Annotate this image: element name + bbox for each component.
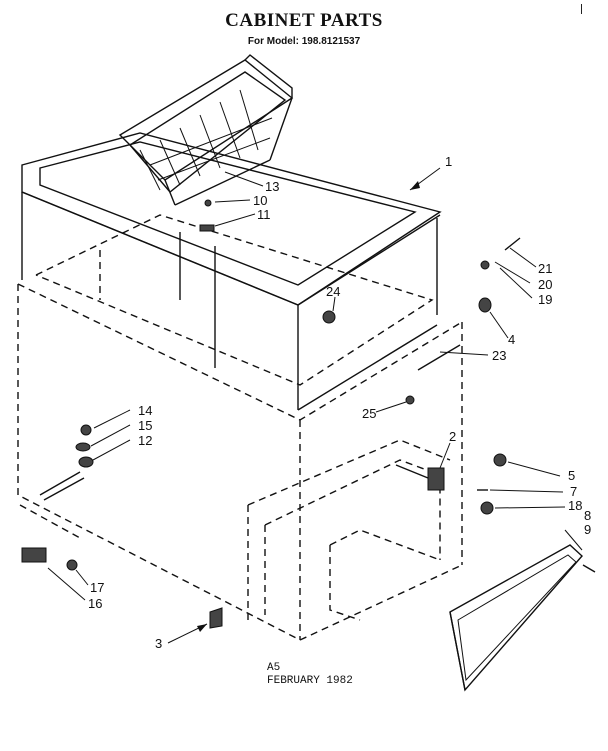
lower-cabinet: [17, 283, 463, 641]
page-title: CABINET PARTS: [225, 10, 383, 31]
callout-20: 20: [538, 277, 552, 292]
callout-21: 21: [538, 261, 552, 276]
callout-25: 25: [362, 406, 376, 421]
callout-11: 11: [257, 207, 271, 222]
model-subtitle: For Model: 198.8121537: [247, 36, 361, 47]
callout-4: 4: [508, 332, 515, 347]
callout-8: 8: [584, 508, 591, 523]
footer-date: FEBRUARY 1982: [267, 675, 353, 687]
corner-mark: [581, 4, 582, 14]
callout-2: 2: [449, 429, 456, 444]
callout-13: 13: [265, 179, 279, 194]
callout-5: 5: [568, 468, 575, 483]
lid-frame: [21, 132, 442, 306]
footer-code: A5: [267, 662, 281, 674]
callout-labels: 1 2 3 4 5 7 8 9 10 11 12 13 14 15 16 17 …: [88, 154, 591, 651]
hardware-parts: [21, 199, 596, 629]
callout-10: 10: [253, 193, 267, 208]
upper-liner: [21, 192, 438, 411]
basket: [118, 54, 294, 206]
callout-12: 12: [138, 433, 152, 448]
callout-18: 18: [568, 498, 582, 513]
access-panel: [449, 544, 583, 692]
callout-3: 3: [155, 636, 162, 651]
callout-15: 15: [138, 418, 152, 433]
callout-7: 7: [570, 484, 577, 499]
callout-9: 9: [584, 522, 591, 537]
callout-17: 17: [90, 580, 104, 595]
callout-23: 23: [492, 348, 506, 363]
leader-lines: [47, 167, 583, 644]
callout-1: 1: [445, 154, 452, 169]
callout-16: 16: [88, 596, 102, 611]
callout-24: 24: [326, 284, 340, 299]
callout-19: 19: [538, 292, 552, 307]
callout-14: 14: [138, 403, 152, 418]
